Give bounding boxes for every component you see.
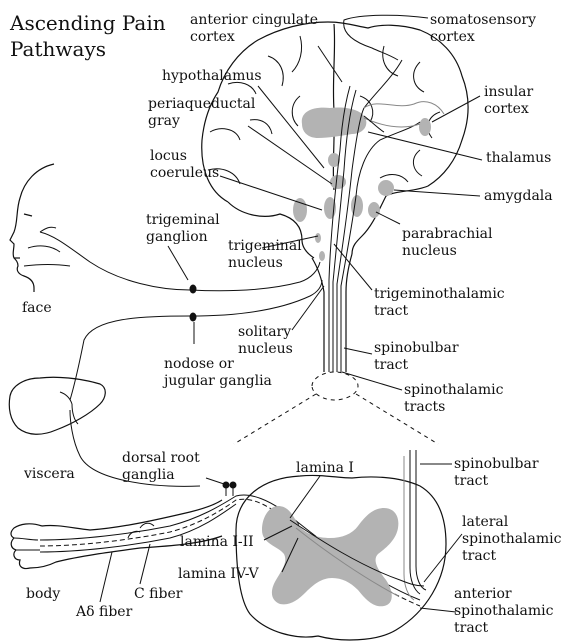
nodose-ganglion-dot (190, 313, 197, 322)
leader-solitary (292, 286, 324, 330)
label-thalamus: thalamus (486, 150, 551, 167)
leader-insular (432, 96, 480, 122)
leader-lamina-i (290, 476, 320, 518)
hand-finger (14, 538, 38, 540)
tract-line (337, 60, 402, 372)
label-anterior-cingulate-cortex: anterior cingulatecortex (190, 12, 318, 46)
brain-gyrus (268, 56, 283, 86)
label-a-delta-fiber: Aδ fiber (76, 604, 132, 621)
leader-amygdala (394, 190, 480, 196)
leader-thalamus (368, 132, 482, 160)
viscera-outline (9, 377, 105, 434)
leader-spinobulbar-upper (344, 348, 372, 354)
thalamus-region (302, 107, 367, 138)
nucleus-small (315, 233, 321, 243)
label-hypothalamus: hypothalamus (162, 68, 262, 85)
tract-line (364, 102, 444, 114)
label-amygdala: amygdala (484, 188, 553, 205)
lateral-tract-line (410, 450, 420, 594)
zoom-ellipse (312, 372, 358, 400)
fiber-tick (140, 523, 154, 528)
label-face: face (22, 300, 52, 317)
trigeminal-ganglion-dot (190, 285, 197, 294)
brain-gyrus (383, 46, 398, 76)
brain-gyrus (210, 129, 240, 140)
insular-region (419, 118, 431, 136)
zoom-line-left (234, 394, 316, 444)
brain-outline (202, 22, 468, 254)
leader-drg (206, 478, 224, 484)
face-nerve-branch (40, 227, 56, 232)
leader-somatosensory (344, 15, 428, 60)
leader-c-fiber (140, 544, 150, 584)
leader-lateral (424, 534, 462, 582)
brainstem-outline (346, 254, 352, 372)
leader-anterior-cingulate (318, 46, 342, 82)
leader-trigeminal-ganglion (168, 246, 188, 280)
brainstem-outline (312, 258, 324, 372)
locus-coeruleus-region-left (293, 198, 307, 222)
label-lamina-i: lamina I (296, 460, 354, 477)
brain-gyrus (413, 150, 422, 176)
label-viscera: viscera (24, 466, 75, 483)
gray-matter (262, 506, 398, 606)
diagram-title: Ascending Pain Pathways (10, 10, 166, 62)
parabrachial-region (368, 202, 380, 218)
face-eye (24, 214, 32, 216)
leader-spinothalamic (342, 372, 402, 390)
brain-gyrus (292, 96, 300, 126)
leader-locus (220, 176, 322, 210)
label-lamina-i-ii: lamina I-II (180, 534, 254, 551)
face-nerve-branch (28, 246, 60, 252)
nucleus-small (319, 251, 325, 261)
locus-coeruleus-region-right (351, 195, 363, 217)
face-nerve-branch (24, 265, 70, 267)
arm-outline (42, 500, 222, 530)
label-lamina-iv-v: lamina IV-V (178, 566, 259, 583)
leader-parabrachial (376, 212, 400, 224)
label-c-fiber: C fiber (134, 586, 182, 603)
amygdala-region (378, 180, 394, 196)
leader-anterior-spinothalamic (420, 608, 456, 612)
leader-a-delta (100, 552, 112, 602)
brain-gyrus (414, 62, 424, 92)
anterior-tract-line (404, 456, 414, 600)
label-body: body (26, 586, 60, 603)
spinobulbar-tract-line (416, 450, 426, 590)
